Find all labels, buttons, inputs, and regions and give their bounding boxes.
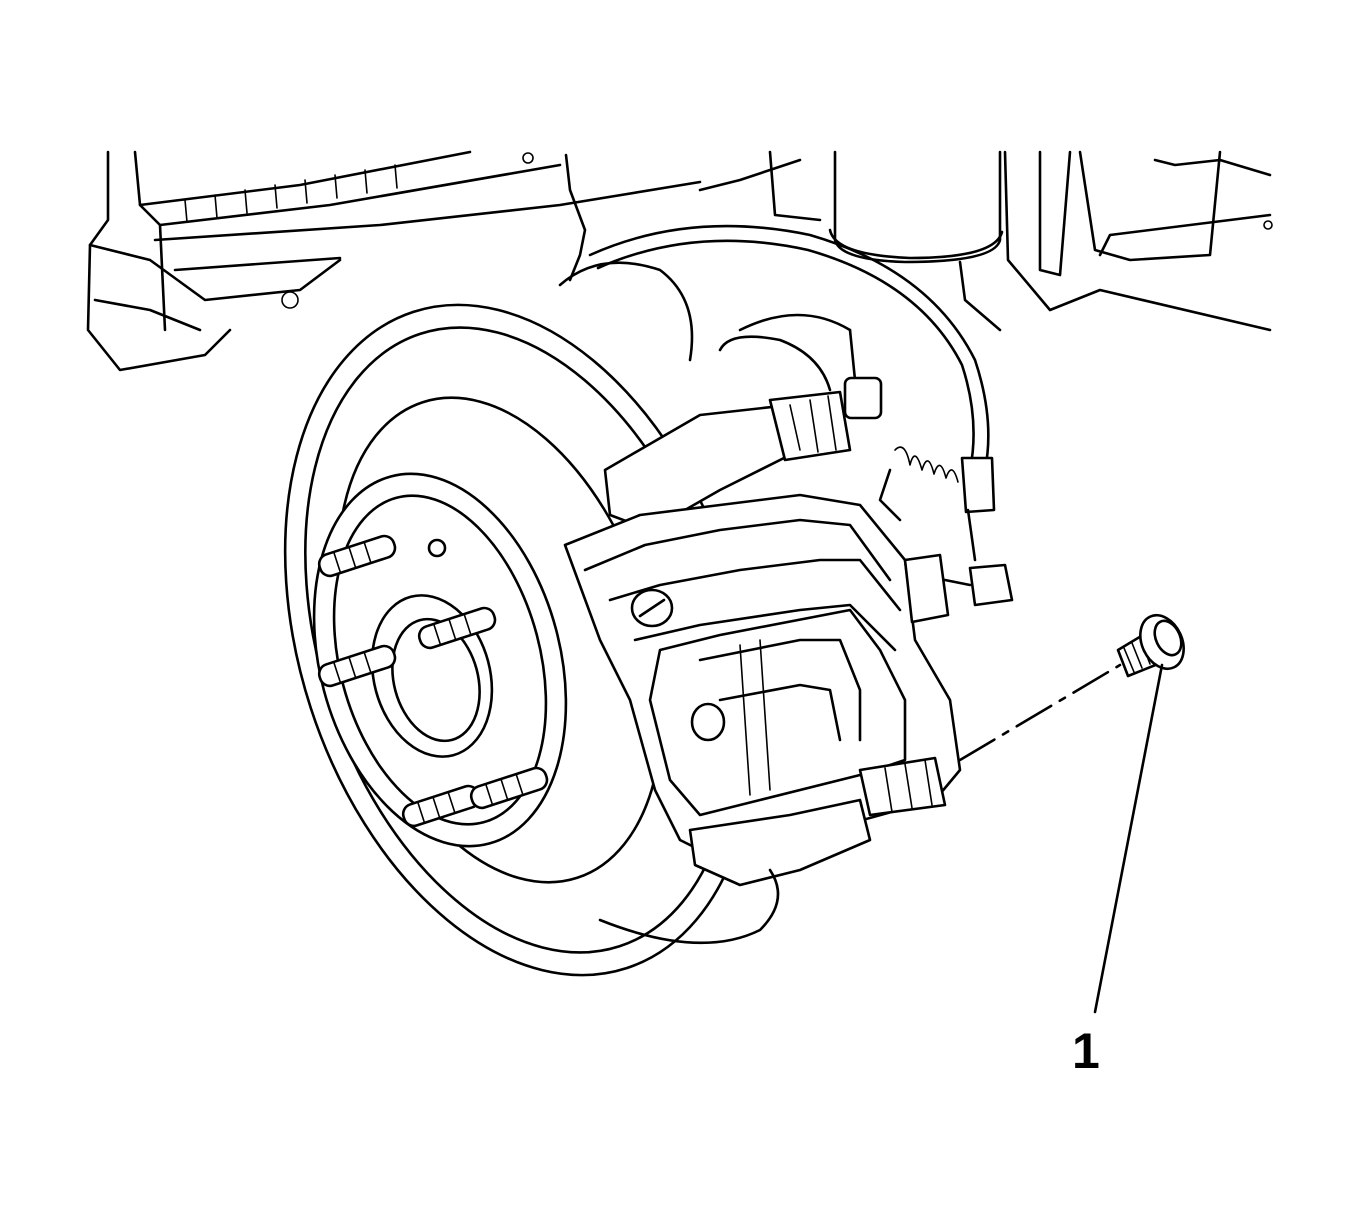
underbody-panel — [86, 150, 702, 372]
callout-label-1: 1 — [1072, 1023, 1100, 1079]
brake-hose-upper — [564, 153, 587, 282]
wheel-studs — [317, 534, 549, 828]
brake-hose-loop — [588, 224, 990, 472]
wheel-hub — [312, 472, 568, 848]
strut-assembly — [698, 150, 1004, 332]
steering-knuckle — [558, 261, 857, 392]
bolt-icon — [1116, 613, 1185, 678]
wheelhouse-panel — [1003, 150, 1273, 332]
install-path-line — [958, 663, 1122, 762]
brake-hose-fitting — [960, 456, 996, 514]
brake-caliper — [563, 376, 1014, 945]
callout-leader-line — [1093, 663, 1164, 1014]
